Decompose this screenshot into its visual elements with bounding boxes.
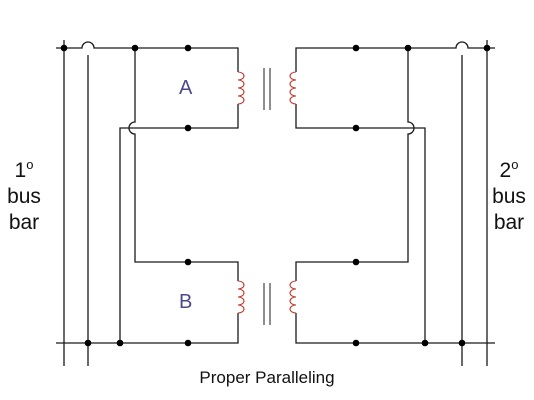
secondary-bus-number: 2 <box>499 159 512 182</box>
primary-bus-degree: o <box>26 157 34 172</box>
secondary-bus-line1: bus <box>492 185 526 208</box>
primary-top-wire <box>56 41 239 66</box>
transformer-b-secondary-coil <box>289 280 297 314</box>
transformer-b-label: B <box>179 291 193 313</box>
secondary-bus-bars <box>295 40 495 366</box>
primary-bus-line1: bus <box>7 185 41 208</box>
transformer-a-secondary-coil <box>289 71 297 105</box>
secondary-bus-degree: o <box>511 157 519 172</box>
primary-ties <box>119 48 239 343</box>
primary-bus-number: 1 <box>14 159 27 182</box>
secondary-bus-label: 2o bus bar <box>488 152 530 236</box>
diagram-caption: Proper Paralleling <box>199 368 335 387</box>
secondary-ties <box>295 48 426 343</box>
primary-bus-label: 1o bus bar <box>4 152 44 236</box>
transformer-b-primary-coil <box>237 280 245 314</box>
primary-bottom-wire <box>56 330 239 344</box>
transformer-b <box>237 275 297 330</box>
primary-bus-bars <box>56 40 239 366</box>
secondary-bottom-wire <box>295 330 495 344</box>
secondary-bus-line2: bar <box>493 211 525 234</box>
junction-dots <box>60 44 491 347</box>
transformer-a <box>237 66 297 110</box>
transformer-a-primary-coil <box>237 71 245 105</box>
secondary-top-wire <box>295 41 495 66</box>
transformer-a-label: A <box>179 77 193 99</box>
primary-bus-line2: bar <box>8 211 40 234</box>
